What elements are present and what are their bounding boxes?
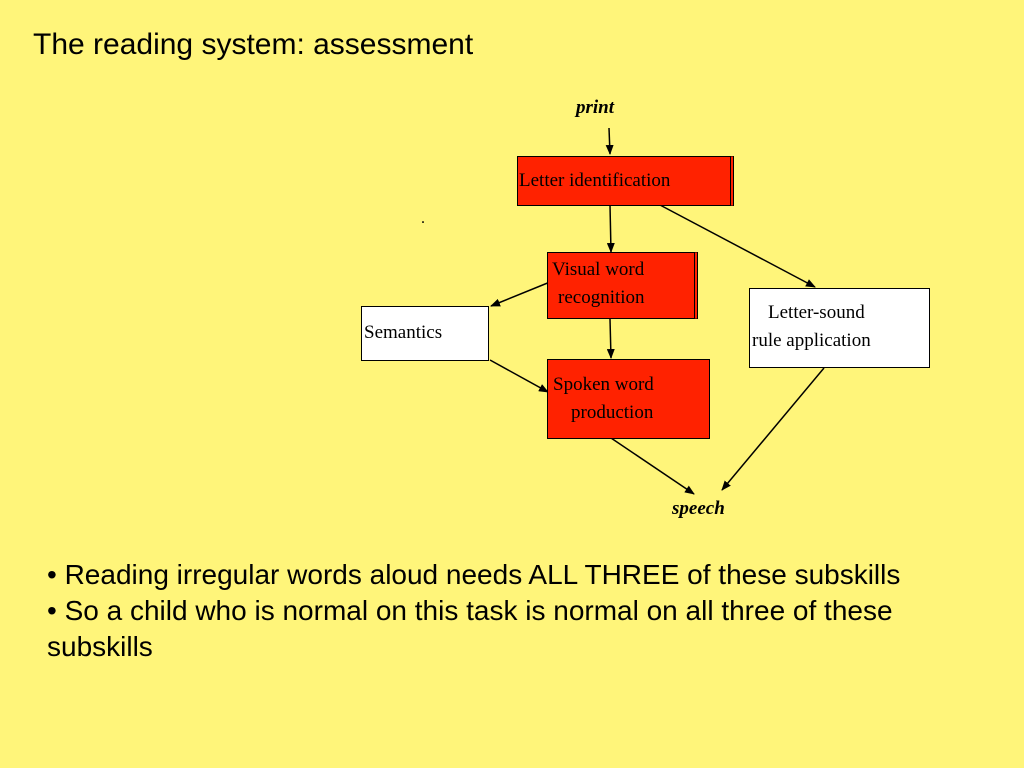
letter-sound-label-line2: rule application — [752, 330, 871, 351]
visual-word-label-line1: Visual word — [552, 259, 645, 280]
semantics-label: Semantics — [364, 322, 443, 343]
bullet-item-2: • So a child who is normal on this task … — [47, 595, 893, 662]
letter-identification-label: Letter identification — [519, 170, 671, 191]
arrow-letter-id-to-visual-word — [606, 204, 615, 253]
arrow-semantics-to-spoken-word — [489, 359, 549, 393]
arrow-letter-sound-to-speech — [721, 367, 825, 491]
semantics-box: Semantics — [361, 306, 489, 361]
arrow-visual-word-to-semantics — [490, 281, 551, 307]
arrow-print-to-letter-id — [605, 127, 614, 155]
stray-dot: . — [421, 210, 425, 227]
bullet-item-1: • Reading irregular words aloud needs AL… — [47, 559, 901, 590]
spoken-word-label-line1: Spoken word — [553, 374, 654, 395]
slide-title: The reading system: assessment — [33, 28, 474, 61]
visual-word-recognition-box: Visual word recognition — [547, 252, 698, 319]
spoken-word-label-line2: production — [571, 402, 654, 423]
spoken-word-production-box: Spoken word production — [547, 359, 710, 439]
letter-sound-rule-box: Letter-sound rule application — [749, 288, 930, 368]
print-label: print — [576, 97, 615, 118]
letter-identification-box: Letter identification — [517, 156, 734, 206]
visual-word-label-line2: recognition — [558, 287, 645, 308]
letter-sound-label-line1: Letter-sound — [768, 302, 865, 323]
speech-label: speech — [672, 498, 725, 519]
bullet-list: • Reading irregular words aloud needs AL… — [47, 557, 987, 665]
arrow-spoken-word-to-speech — [610, 437, 695, 495]
arrow-letter-id-to-letter-sound — [659, 204, 816, 288]
arrow-visual-word-to-spoken-word — [606, 318, 615, 359]
